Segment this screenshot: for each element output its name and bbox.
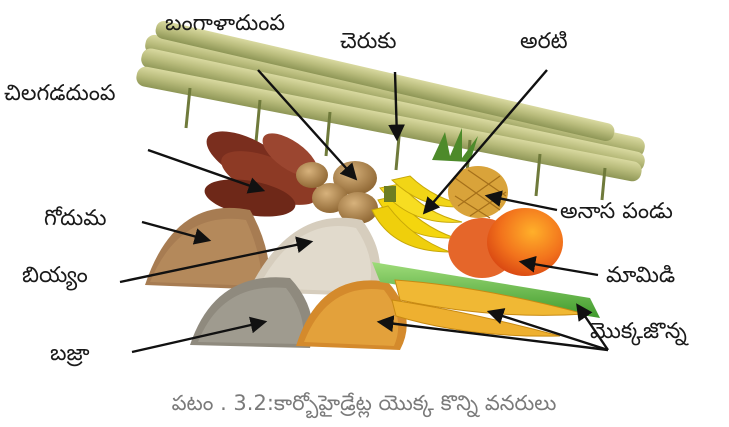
label-pineapple: అనాస పండు	[560, 199, 673, 224]
label-rice: బియ్యం	[22, 263, 88, 291]
label-potato: చిలగడదుంప	[4, 81, 116, 106]
mango-image	[448, 208, 563, 278]
label-maize: మొక్కజొన్న	[590, 319, 689, 346]
label-sugarcane: చెరుకు	[340, 29, 396, 54]
label-wheat: గోదుమ	[44, 206, 107, 231]
figure-caption: పటం . 3.2:కార్బోహైడ్రేట్ల యొక్క కొన్ని వ…	[172, 391, 557, 419]
label-sweet-potato: బంగాళాదుంప	[165, 11, 285, 36]
label-mango: మామిడి	[606, 263, 675, 288]
label-bajra: బజ్రా	[50, 341, 90, 367]
bajra-image	[190, 277, 313, 348]
label-banana: అరటి	[520, 29, 568, 54]
food-illustration	[135, 19, 647, 350]
wheat-image	[145, 208, 270, 290]
